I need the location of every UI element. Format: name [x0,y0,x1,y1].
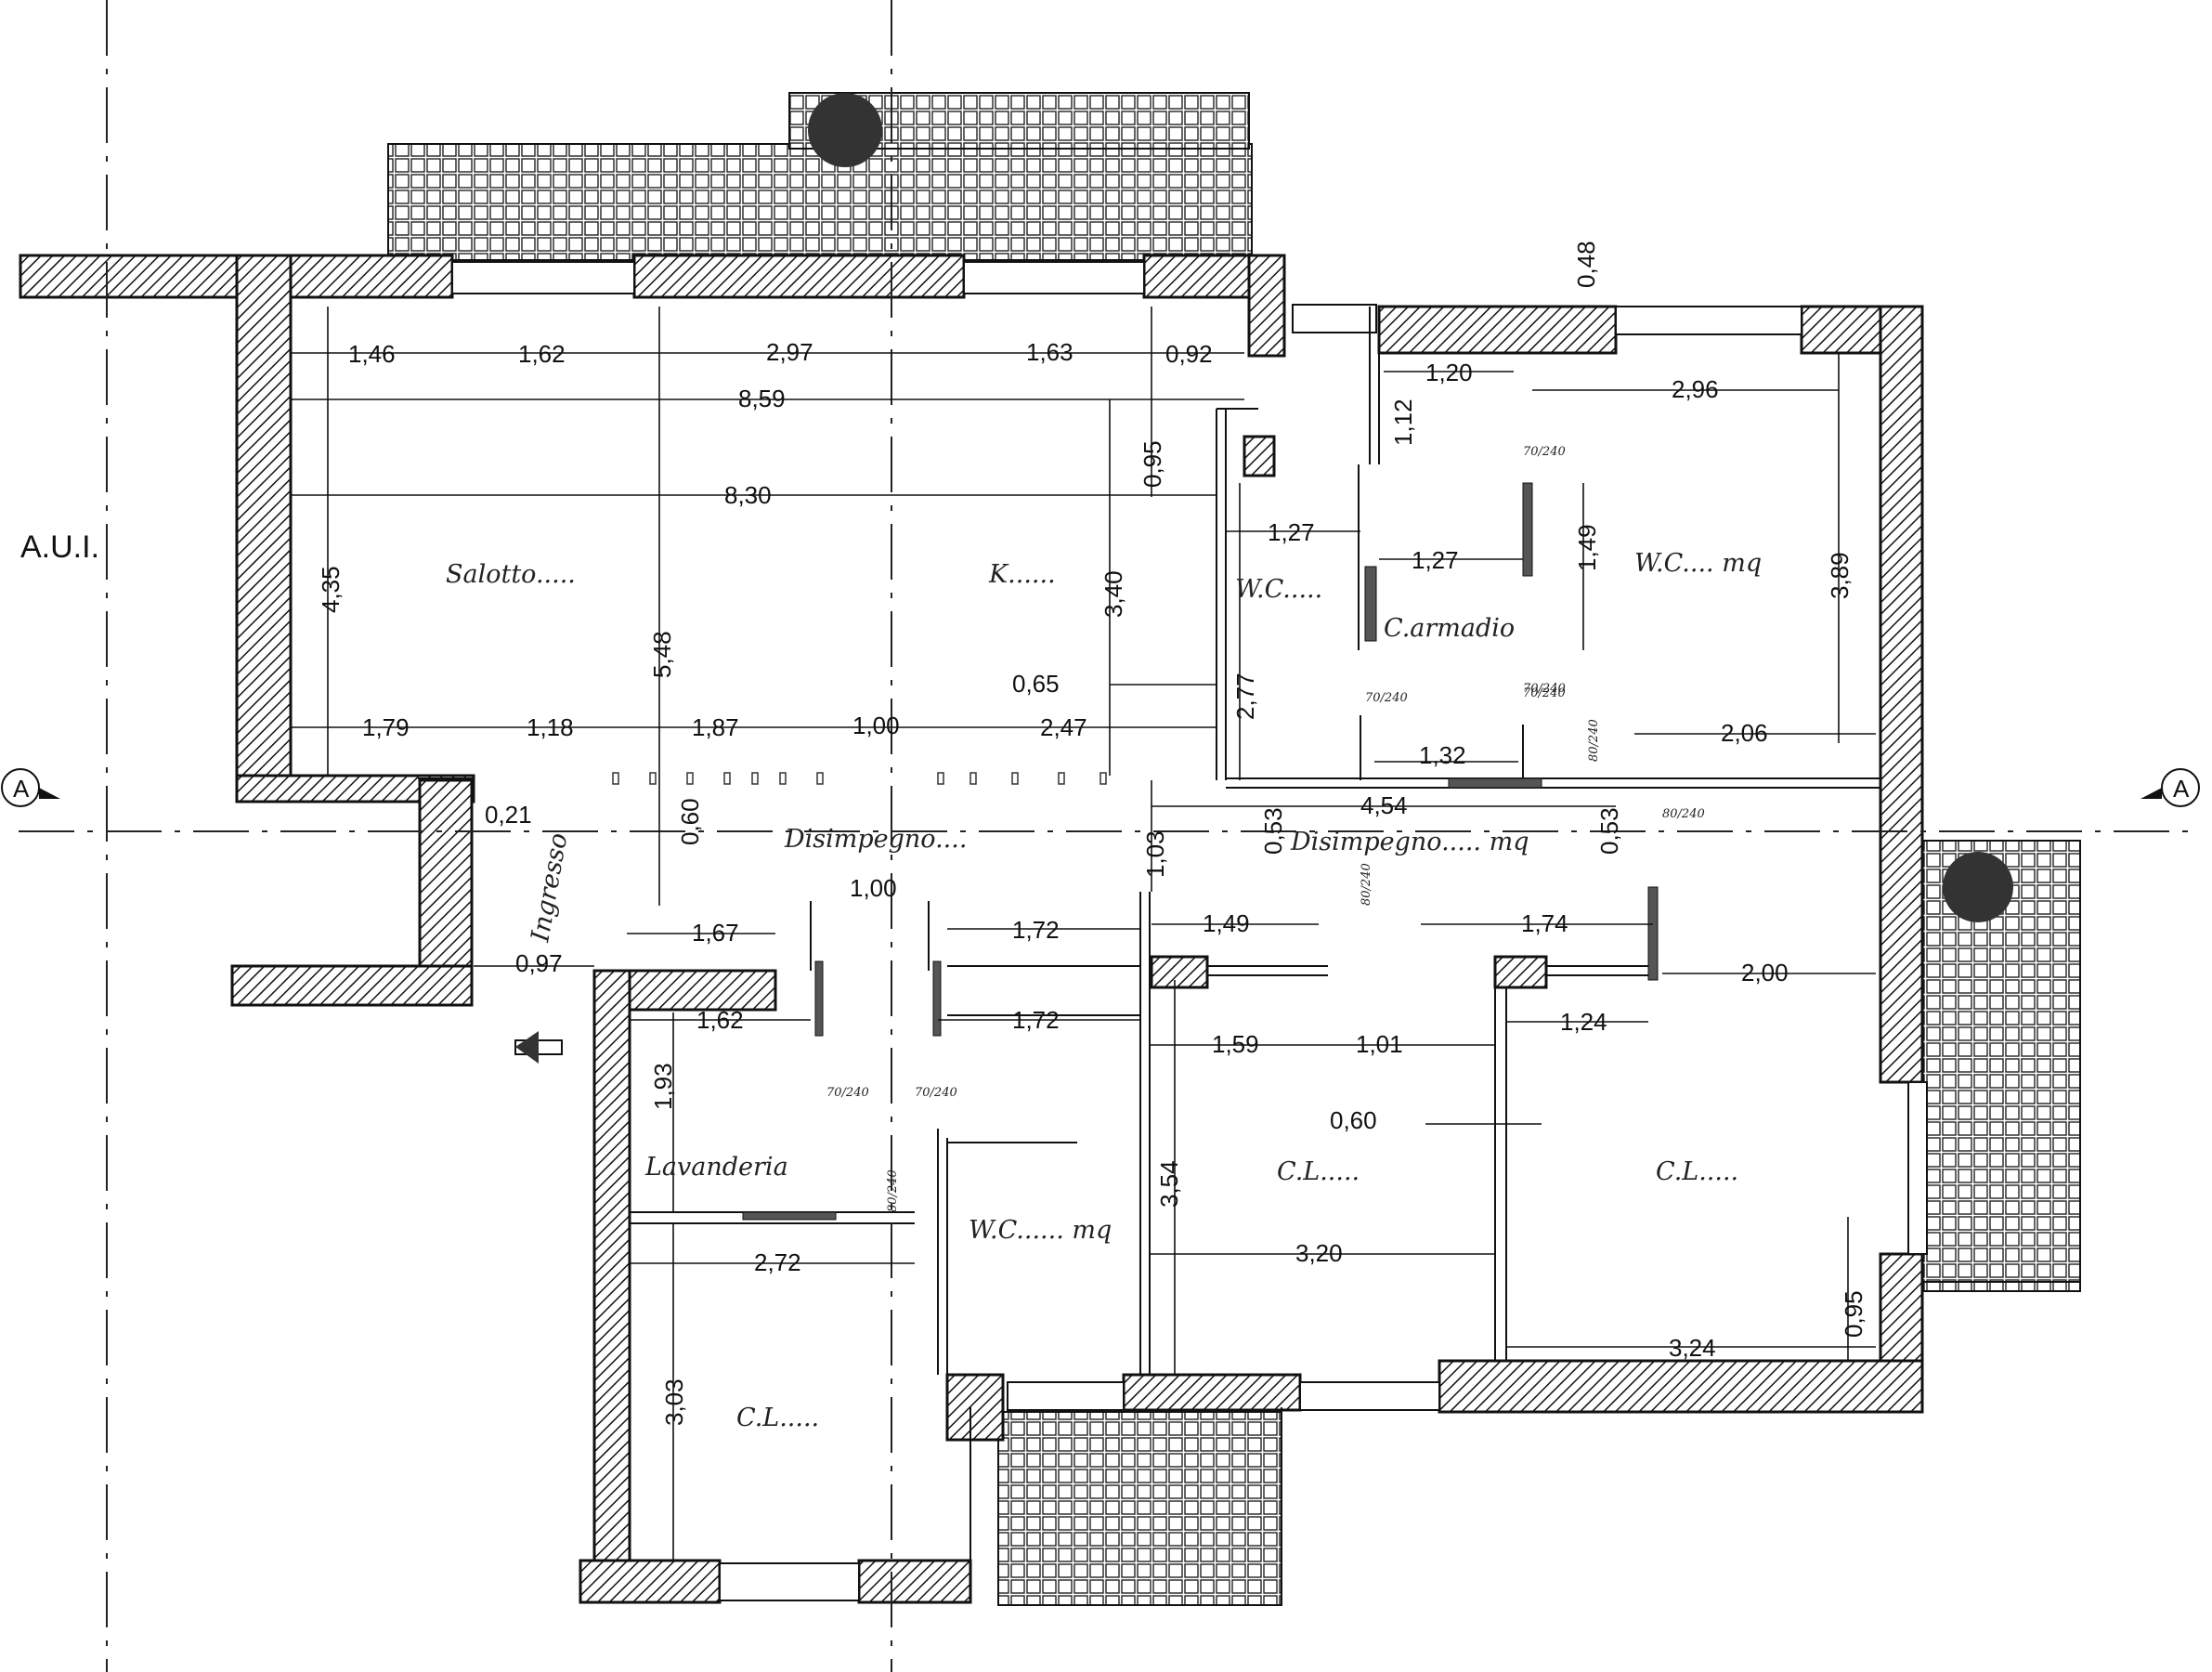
room-cl-lower: C.L..... [736,1404,819,1432]
dim-label: 8,59 [738,385,786,412]
interior-walls [418,307,2080,1605]
dim-label: 1,49 [1203,909,1250,937]
section-marker-right: A [2140,768,2200,807]
door-label: 80/240 [1662,807,1705,821]
dim-label: 0,60 [1330,1106,1377,1134]
dim-label: 1,20 [1425,359,1473,386]
dim-label: 2,96 [1672,375,1719,403]
room-disimpegno-left: Disimpegno.... [784,825,967,854]
dim-label: 2,00 [1741,959,1789,986]
door-label: 80/240 [1360,863,1373,906]
dim-label: 0,97 [515,949,563,977]
dim-label: 1,12 [1389,398,1417,446]
dim-label: 0,92 [1165,340,1213,368]
door-label: 80/240 [886,1169,900,1212]
room-lavanderia: Lavanderia [644,1153,788,1182]
dim-label: 0,53 [1259,807,1287,855]
dim-label: 5,48 [648,631,676,678]
dim-label: 1,87 [692,713,739,741]
door-label: 80/240 [1587,719,1601,762]
door-label: 70/240 [1523,445,1566,459]
dim-label: 0,95 [1139,440,1166,488]
dim-label: 8,30 [724,481,772,509]
door-label: 70/240 [915,1086,957,1100]
dim-label: 1,32 [1419,741,1466,769]
dim-label: 1,93 [649,1063,677,1110]
dim-label: 2,77 [1231,673,1259,720]
door-markers [612,482,1659,1221]
dim-label: 1,27 [1412,546,1459,574]
dim-label: 1,63 [1026,338,1073,366]
dim-label: 3,03 [660,1378,688,1426]
dim-label: 2,97 [766,338,813,366]
room-cucina: K...... [988,560,1056,589]
terrace-bottom [997,1411,1282,1606]
dim-label: 4,54 [1360,791,1408,819]
dim-label: 0,60 [676,798,704,845]
dim-label: 3,24 [1669,1334,1716,1362]
room-cl-right: C.L..... [1656,1157,1738,1186]
dim-label: 1,03 [1141,830,1169,878]
dim-label: 2,06 [1721,719,1768,747]
dim-label: 4,35 [317,566,345,613]
dim-label: 0,65 [1012,670,1060,698]
room-salotto: Salotto..... [446,560,576,589]
dim-label: 3,20 [1295,1239,1343,1267]
section-marker-left: A [1,768,60,807]
dim-label: 1,24 [1560,1008,1607,1036]
room-ingresso: Ingresso [526,830,573,945]
dim-label: 3,40 [1099,570,1127,618]
dim-label: 1,00 [850,874,897,902]
terrace-top [387,92,1253,261]
dim-label: 1,74 [1521,909,1568,937]
dim-label: 2,72 [754,1248,801,1276]
dim-label: 1,59 [1212,1030,1259,1058]
dimension-lines [291,307,1876,1561]
section-label-right: A [2173,775,2190,803]
door-label: 70/240 [1523,686,1566,700]
dim-label: 1,67 [692,919,739,947]
dim-label: 0,53 [1595,807,1623,855]
dimension-labels: 1,46 1,62 2,97 1,63 0,92 8,59 8,30 0,95 … [317,241,1867,1426]
room-disimpegno-right: Disimpegno..... mq [1290,828,1529,856]
axis-lines [19,0,2192,1672]
room-wc-lower: W.C...... mq [969,1216,1112,1245]
room-c-armadio: C.armadio [1384,614,1515,643]
aui-label: A.U.I. [20,529,99,565]
dim-label: 1,00 [852,712,900,739]
dim-label: 1,01 [1356,1030,1403,1058]
dim-label: 2,47 [1040,713,1087,741]
dim-label: 0,95 [1840,1290,1867,1338]
dim-label: 1,72 [1012,916,1060,944]
dim-label: 1,79 [362,713,410,741]
room-wc-master: W.C.... mq [1634,549,1762,578]
dim-label: 1,72 [1012,1006,1060,1034]
dim-label: 1,62 [518,340,566,368]
door-label: 70/240 [1365,691,1408,705]
terrace-right [1921,840,2081,1292]
door-label: 70/240 [826,1086,869,1100]
dim-label: 1,62 [696,1006,744,1034]
room-cl-mid: C.L..... [1277,1157,1360,1186]
room-wc-small: W.C..... [1235,575,1322,604]
windows [451,261,1928,1601]
dim-label: 0,21 [485,801,532,829]
dim-label: 3,89 [1826,552,1854,599]
dim-label: 0,48 [1572,241,1600,288]
section-label-left: A [13,775,30,803]
door-label: 70/240 [1523,682,1566,696]
dim-label: 1,18 [527,713,574,741]
dim-label: 1,46 [348,340,396,368]
dim-label: 3,54 [1155,1160,1183,1208]
dim-label: 1,49 [1573,524,1601,571]
entrance-arrow [514,1031,563,1064]
walls [19,254,1924,1604]
dim-label: 1,27 [1268,518,1315,546]
